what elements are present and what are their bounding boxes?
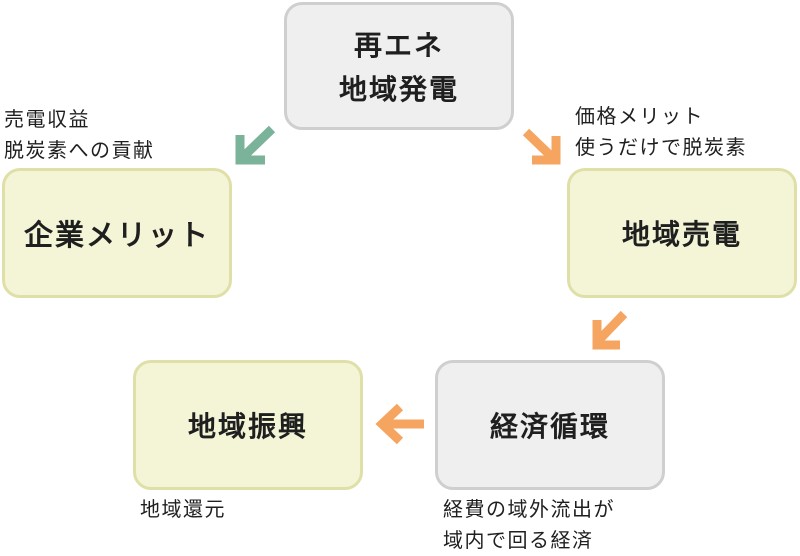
note-corporate-line2: 脱炭素への貢献 — [4, 138, 155, 162]
node-corporate-merit: 企業メリット — [2, 168, 232, 298]
node-renewable-generation: 再エネ 地域発電 — [284, 2, 514, 130]
node-renewable-line1: 再エネ — [353, 29, 444, 62]
note-corporate-line1: 売電収益 — [4, 107, 90, 131]
node-economic-cycle: 経済循環 — [435, 360, 665, 490]
node-renewable-line2: 地域発電 — [338, 73, 459, 106]
note-economic-cycle: 経費の域外流出が 域内で回る経済 — [443, 494, 615, 556]
node-local-power-label: 地域売電 — [621, 218, 742, 251]
node-economic-cycle-label: 経済循環 — [489, 410, 610, 443]
note-economic-cycle-line2: 域内で回る経済 — [443, 528, 594, 552]
note-local-power: 価格メリット 使うだけで脱炭素 — [575, 101, 747, 163]
note-corporate: 売電収益 脱炭素への貢献 — [4, 104, 155, 166]
note-local-power-line1: 価格メリット — [575, 104, 704, 128]
arrow-to-corporate — [235, 125, 276, 165]
note-regional: 地域還元 — [140, 494, 226, 525]
arrow-to-local-power — [522, 128, 561, 165]
node-regional-label: 地域振興 — [187, 410, 308, 443]
arrow-to-regional — [375, 403, 424, 445]
note-economic-cycle-line1: 経費の域外流出が — [443, 497, 615, 521]
note-local-power-line2: 使うだけで脱炭素 — [575, 135, 747, 159]
node-corporate-label: 企業メリット — [23, 218, 210, 252]
note-regional-line1: 地域還元 — [140, 497, 226, 521]
arrow-to-economic-cycle — [592, 310, 628, 350]
node-regional-revitalization: 地域振興 — [133, 360, 363, 490]
node-local-power-sales: 地域売電 — [567, 168, 797, 298]
